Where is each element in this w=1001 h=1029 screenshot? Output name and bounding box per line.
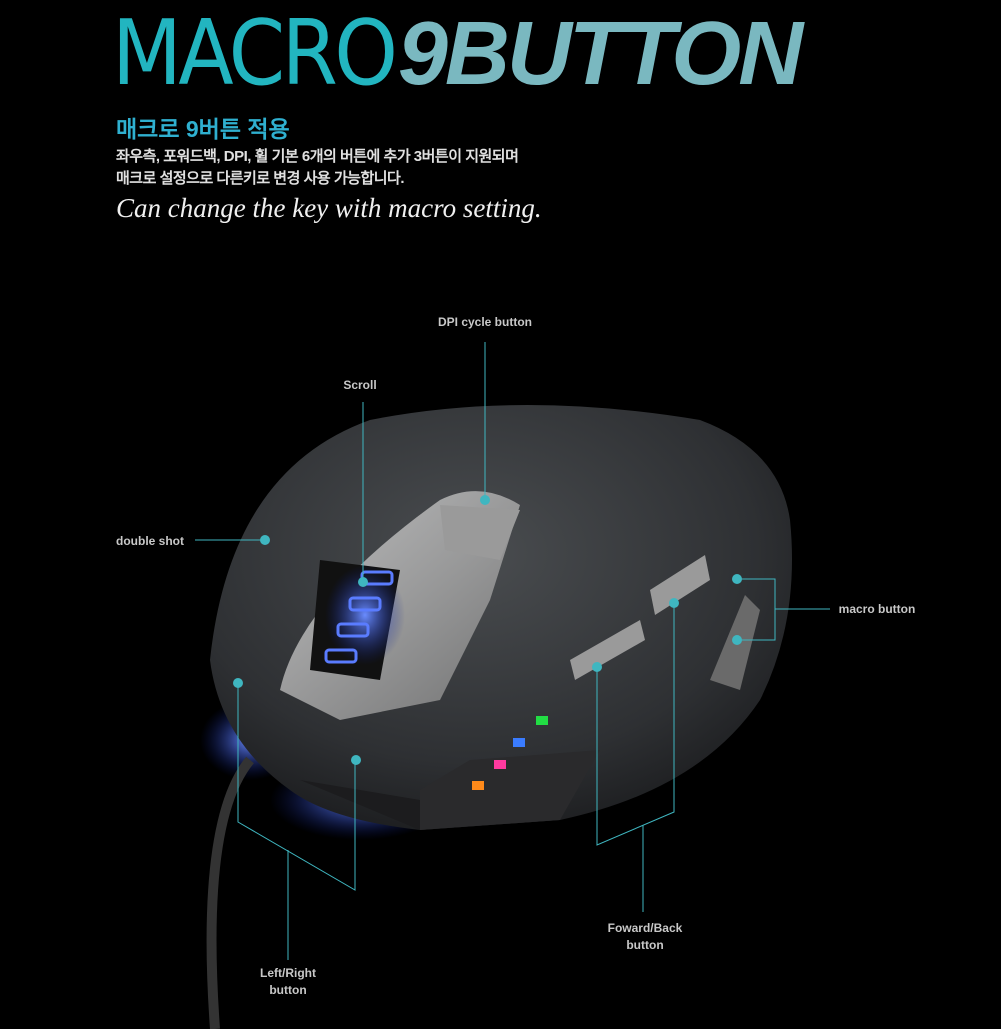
description: 좌우측, 포워드백, DPI, 휠 기본 6개의 버튼에 추가 3버튼이 지원되… [116, 146, 519, 190]
scroll-label: Scroll [343, 378, 377, 392]
macro-dot-2 [732, 635, 742, 645]
double-shot-label: double shot [116, 534, 184, 548]
forward-back-label: Foward/Back button [595, 920, 695, 954]
callout-lines [195, 342, 830, 960]
left-right-line-1: Left/Right [260, 966, 316, 980]
description-line-2: 매크로 설정으로 다른키로 변경 사용 가능합니다. [116, 170, 405, 187]
description-line-1: 좌우측, 포워드백, DPI, 휠 기본 6개의 버튼에 추가 3버튼이 지원되… [116, 148, 519, 165]
forward-back-line-2: button [626, 938, 664, 952]
subtitle: 매크로 9버튼 적용 [116, 116, 290, 142]
led-green [536, 716, 548, 725]
led-pink [494, 760, 506, 769]
left-dot [233, 678, 243, 688]
forward-button [650, 555, 710, 615]
dpi-cycle-label: DPI cycle button [437, 315, 532, 329]
dpi-dot [480, 495, 490, 505]
macro-button-label: macro button [838, 602, 916, 616]
led-blue [513, 738, 525, 747]
led-orange [472, 781, 484, 790]
back-button [570, 620, 645, 680]
scroll-dot [358, 577, 368, 587]
mouse-body [210, 405, 792, 830]
forward-dot [669, 598, 679, 608]
macro-dot-1 [732, 574, 742, 584]
forward-back-line-1: Foward/Back [607, 921, 683, 935]
right-dot [351, 755, 361, 765]
back-dot [592, 662, 602, 672]
title-thin: MACRO [112, 1, 398, 106]
tagline: Can change the key with macro setting. [116, 193, 542, 223]
page-title: MACRO9BUTTON [112, 1, 803, 106]
dpi-button [440, 505, 520, 560]
left-right-label: Left/Right button [238, 965, 338, 999]
title-bold: 9BUTTON [397, 4, 803, 104]
left-right-line-2: button [269, 983, 307, 997]
double-shot-dot [260, 535, 270, 545]
